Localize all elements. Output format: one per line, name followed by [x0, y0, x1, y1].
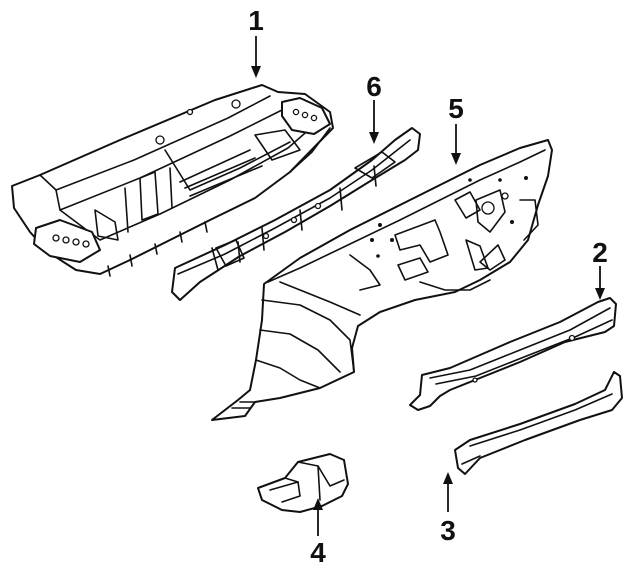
part-4-bracket [257, 453, 349, 513]
part-2-sill-reinforcement [409, 297, 617, 411]
callout-2: 2 [592, 237, 608, 268]
part-1-cowl-panel [11, 84, 334, 277]
leader-6 [369, 100, 379, 144]
leader-5 [451, 124, 461, 165]
part-6-dash-reinforcement [171, 127, 421, 301]
leader-4 [313, 498, 323, 536]
callout-4: 4 [310, 537, 326, 568]
leader-1 [251, 36, 261, 78]
part-5-dash-panel [211, 139, 553, 421]
part-3-lower-sill [454, 371, 623, 475]
callout-1: 1 [248, 5, 264, 36]
callout-3: 3 [440, 515, 456, 546]
leader-3 [443, 472, 453, 512]
leader-2 [595, 266, 605, 300]
callout-5: 5 [448, 93, 464, 124]
callout-6: 6 [366, 71, 382, 102]
